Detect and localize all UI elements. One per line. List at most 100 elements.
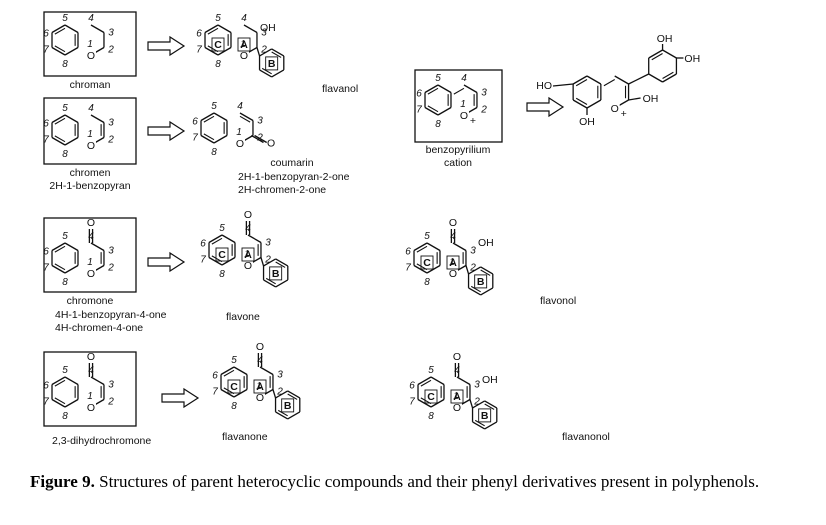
position-number: 6 xyxy=(43,119,49,130)
bond xyxy=(64,114,79,124)
carbonyl-oxygen: O xyxy=(87,217,95,229)
bond xyxy=(51,46,66,56)
chromen-name: chromen xyxy=(70,167,111,179)
position-number: 2 xyxy=(107,263,114,274)
atom-mask xyxy=(451,401,462,412)
bond xyxy=(64,46,79,56)
bond xyxy=(437,84,452,94)
bond xyxy=(217,24,232,34)
bond xyxy=(662,49,677,59)
bond xyxy=(417,398,432,408)
ring-label-a: A xyxy=(244,249,252,261)
position-number: 1 xyxy=(236,127,242,138)
ring-label-c: C xyxy=(230,381,238,393)
oxygen-atom: O xyxy=(244,260,252,272)
bond xyxy=(552,83,574,87)
ring-label-frame xyxy=(237,37,251,52)
atom-mask xyxy=(609,102,620,113)
position-number: 8 xyxy=(428,411,434,422)
benzopyrilium-name-2: cation xyxy=(444,157,472,169)
bond xyxy=(260,257,265,267)
transform-arrow xyxy=(147,35,186,57)
bond xyxy=(259,69,272,78)
bond xyxy=(472,400,485,409)
bond xyxy=(463,84,478,94)
bond xyxy=(51,136,66,146)
bond xyxy=(213,134,228,144)
ring-label-frame xyxy=(478,408,492,423)
position-number: 5 xyxy=(62,365,68,376)
atom-mask xyxy=(242,259,253,270)
position-number: 5 xyxy=(424,231,430,242)
position-number: 2 xyxy=(473,397,480,408)
bond xyxy=(220,366,235,376)
carbonyl-oxygen: O xyxy=(244,209,252,221)
ring-label-frame xyxy=(281,398,295,413)
position-number: 8 xyxy=(62,59,68,70)
ring-label-b: B xyxy=(284,400,292,412)
bond xyxy=(456,376,471,386)
coumarin-name: coumarin xyxy=(270,157,313,169)
arrow-shape xyxy=(147,120,186,142)
atom-mask xyxy=(85,139,96,150)
bond xyxy=(263,279,276,288)
oxygen-atom: O xyxy=(256,392,264,404)
position-number: 4 xyxy=(257,355,263,366)
bond xyxy=(287,393,298,400)
position-number: 5 xyxy=(211,101,217,112)
ring-label-frame xyxy=(253,379,267,394)
bond xyxy=(651,53,663,61)
bond xyxy=(614,75,629,85)
position-number: 8 xyxy=(435,119,441,130)
ring-label-c: C xyxy=(218,249,226,261)
bond xyxy=(453,87,465,95)
bond xyxy=(207,27,219,35)
oxygen-atom: O xyxy=(87,268,95,280)
position-number: 6 xyxy=(43,247,49,258)
position-number: 3 xyxy=(474,380,480,391)
bond xyxy=(90,114,105,124)
position-number: 5 xyxy=(219,223,225,234)
position-number: 4 xyxy=(88,103,94,114)
frame xyxy=(414,69,503,143)
position-number: 4 xyxy=(241,13,247,24)
bond xyxy=(51,242,66,252)
ring-label-frame xyxy=(474,274,488,289)
bond xyxy=(470,285,481,293)
carbonyl-oxygen: O xyxy=(87,351,95,363)
bond xyxy=(662,73,677,83)
position-number: 2 xyxy=(469,263,476,274)
position-number: 8 xyxy=(62,277,68,288)
bond xyxy=(247,234,262,244)
atom-mask xyxy=(85,267,96,278)
transform-arrow xyxy=(526,96,565,118)
ring-label-c: C xyxy=(423,257,431,269)
caption-text: Structures of parent heterocyclic compou… xyxy=(94,472,760,491)
position-number: 5 xyxy=(62,103,68,114)
bond xyxy=(420,379,432,387)
position-number: 8 xyxy=(62,149,68,160)
position-number: 1 xyxy=(240,39,246,50)
position-number: 5 xyxy=(62,13,68,24)
hydroxyl-5: OH xyxy=(579,116,595,128)
position-number: 8 xyxy=(211,147,217,158)
bond xyxy=(51,398,66,408)
position-number: 8 xyxy=(62,411,68,422)
carbonyl-oxygen: O xyxy=(453,351,461,363)
bond xyxy=(430,376,445,386)
bond xyxy=(239,115,251,123)
flavanol-name: flavanol xyxy=(322,83,358,95)
bond xyxy=(572,99,588,109)
position-number: 5 xyxy=(435,73,441,84)
bond xyxy=(254,134,268,144)
bond xyxy=(413,264,428,274)
position-number: 3 xyxy=(257,116,263,127)
bond xyxy=(480,287,494,296)
position-number: 8 xyxy=(219,269,225,280)
chromen-systematic-name: 2H-1-benzopyran xyxy=(49,180,130,192)
